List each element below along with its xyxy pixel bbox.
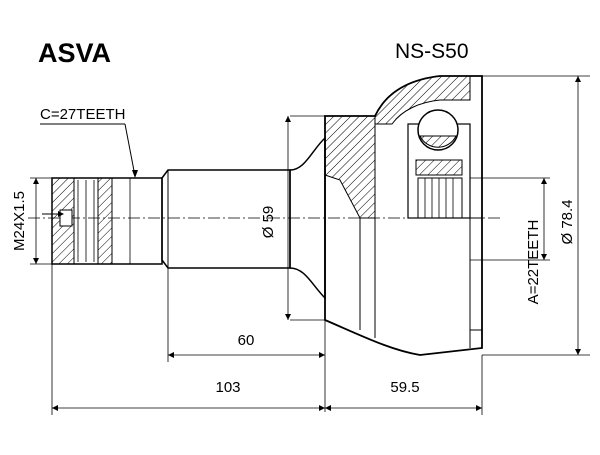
overall-length-dimension <box>51 264 325 415</box>
threaded-end <box>42 177 163 265</box>
housing-diameter-dimension <box>482 75 590 356</box>
inner-spline-label: A=22TEETH <box>525 220 542 305</box>
housing <box>324 75 483 356</box>
housing-length-dimension <box>325 355 483 415</box>
outer-spline-callout <box>40 123 138 178</box>
thread-dimension <box>30 177 52 265</box>
shaft-length-dimension <box>167 268 326 412</box>
housing-length-label: 59.5 <box>390 379 419 396</box>
outer-spline-label: C=27TEETH <box>40 106 125 123</box>
shaft-diameter-label: Ø 59 <box>260 206 277 239</box>
part-number: NS-S50 <box>395 40 469 63</box>
housing-diameter-label: Ø 78.4 <box>559 199 576 244</box>
inner-spline-dimension <box>470 177 550 261</box>
brand-logo: ASVA <box>38 38 111 68</box>
shaft-diameter-dimension <box>285 115 325 321</box>
overall-length-label: 103 <box>215 379 240 396</box>
shaft-length-label: 60 <box>238 332 255 349</box>
thread-label: M24X1.5 <box>11 191 28 251</box>
